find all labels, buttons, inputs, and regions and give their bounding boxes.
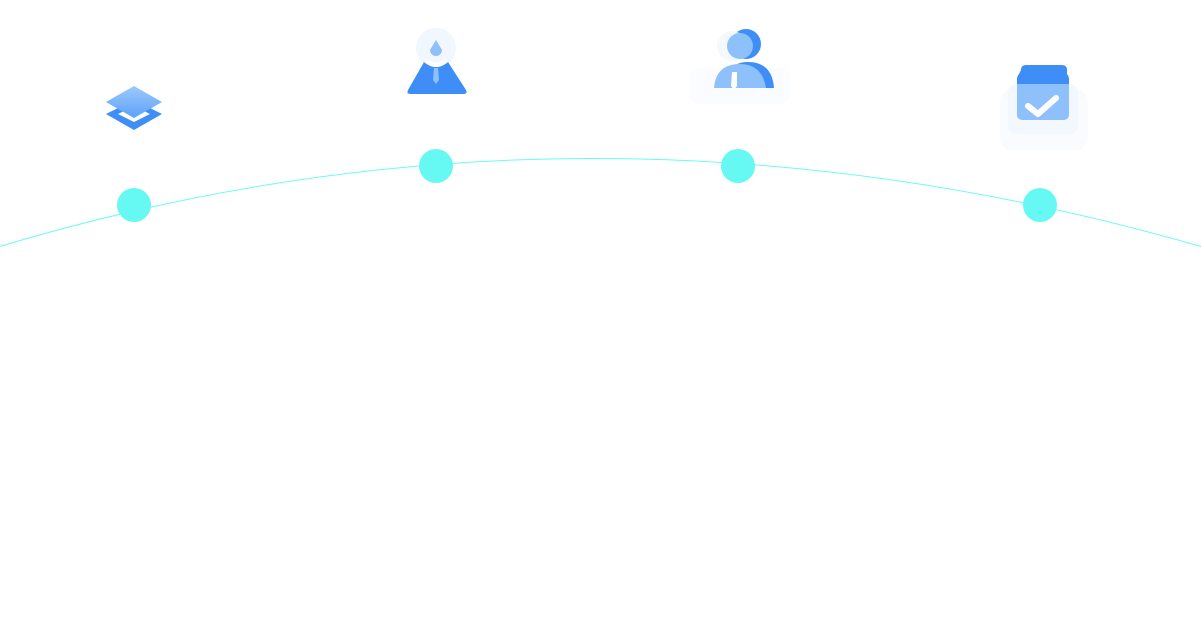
timeline-node-1[interactable]	[117, 188, 151, 222]
timeline-node-3[interactable]	[721, 149, 755, 183]
user-icon	[690, 24, 790, 104]
layers-icon	[98, 76, 170, 138]
timeline-node-4[interactable]	[1023, 188, 1057, 222]
clipboard-check-icon	[994, 60, 1094, 152]
person-tie-triangle-icon	[402, 28, 472, 98]
timeline-node-2[interactable]	[419, 149, 453, 183]
timeline-arc	[0, 158, 1201, 247]
